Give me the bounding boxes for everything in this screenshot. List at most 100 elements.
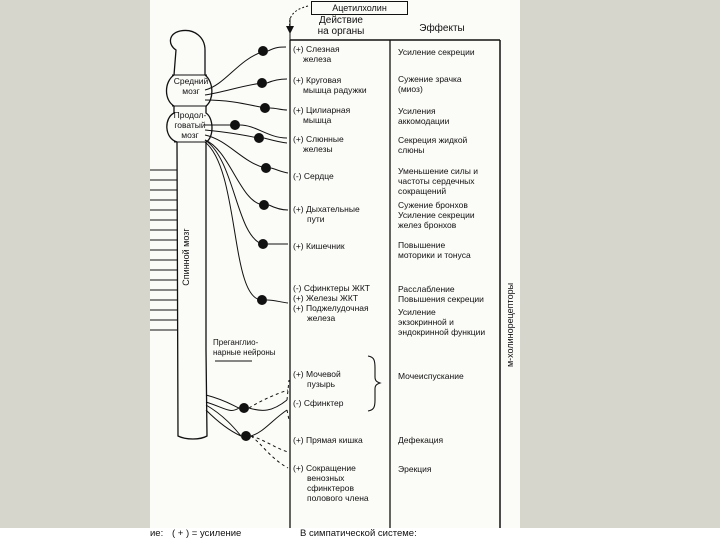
cns-outline — [165, 29, 213, 440]
effect-line: (миоз) — [398, 84, 423, 94]
effect-line: эндокринной функции — [398, 327, 486, 337]
organ-line: сфинктеров — [307, 483, 354, 493]
effect-line: Сужение бронхов — [398, 200, 468, 210]
organ-cell: (+) Слезная железа — [293, 44, 340, 64]
organ-cell: (+) Сокращение венозных сфинктеров полов… — [293, 463, 369, 503]
legend-symbol: ( + ) = усиление — [172, 528, 242, 539]
organ-line: (+) Сокращение — [293, 463, 356, 473]
m-cholinoreceptors-label: м-холинорецепторы — [505, 282, 515, 368]
effect-line: Расслабление — [398, 284, 455, 294]
sympathetic-note: В симпатической системе: — [300, 528, 417, 539]
organ-line: железы — [303, 144, 333, 154]
organ-line: (+) Железы ЖКТ — [293, 293, 359, 303]
action-header-line2: на органы — [317, 26, 365, 37]
organ-cell: (-) Сердце — [293, 171, 334, 181]
medulla-label-line3: мозг — [181, 130, 199, 140]
midbrain-label-line2: мозг — [182, 86, 200, 96]
effect-cell: Повышение моторики и тонуса — [398, 240, 471, 260]
organ-line: (-) Сфинктеры ЖКТ — [293, 283, 370, 293]
bracket — [367, 355, 382, 412]
table-frame — [289, 18, 501, 528]
organ-line: (+) Слюнные — [293, 134, 344, 144]
effect-cell: Усиление секреции — [398, 47, 475, 57]
cranial-fibres — [204, 51, 266, 301]
effect-line: сокращений — [398, 186, 447, 196]
organ-cell: (-) Сфинктеры ЖКТ (+) Железы ЖКТ (+) Под… — [293, 283, 370, 323]
organ-line: (-) Сердце — [293, 171, 334, 181]
preganglionic-label-line2: нарные нейроны — [213, 348, 276, 357]
effect-line: желез бронхов — [398, 220, 457, 230]
organ-cell: (-) Сфинктер — [293, 398, 344, 408]
organ-line: (+) Прямая кишка — [293, 435, 363, 445]
postganglionic-fibres — [239, 46, 289, 437]
effect-line: Уменьшение силы и — [398, 166, 478, 176]
effect-line: Повышение — [398, 240, 446, 250]
organ-line: полового члена — [307, 493, 369, 503]
organ-line: мышца радужки — [303, 85, 367, 95]
acetylcholine-box: Ацетилхолин — [311, 1, 408, 15]
midbrain-label: Средний мозг — [173, 76, 209, 96]
effect-cell: Сужение зрачка (миоз) — [398, 74, 462, 94]
dashed-fibres — [248, 379, 290, 469]
effect-line: Секреция жидкой — [398, 135, 468, 145]
effect-line: Мочеиспускание — [398, 371, 464, 381]
effect-cell: Сужение бронхов Усиление секреции желез … — [398, 200, 475, 230]
organ-line: (+) Слезная — [293, 44, 340, 54]
organ-line: мышца — [303, 115, 332, 125]
effect-line: Усиления — [398, 106, 436, 116]
spinal-nerve-stubs — [150, 169, 177, 331]
effect-line: Сужение зрачка — [398, 74, 462, 84]
effect-line: Повышения секреции — [398, 294, 484, 304]
organ-line: (-) Сфинктер — [293, 398, 344, 408]
medulla-label-line1: Продол- — [173, 110, 207, 120]
effect-cell: Секреция жидкой слюны — [398, 135, 467, 155]
effect-line: Эрекция — [398, 464, 432, 474]
organ-line: (+) Поджелудочная — [293, 303, 369, 313]
organ-cell: (+) Кишечник — [293, 241, 345, 251]
organ-cell: (+) Слюнные железы — [293, 134, 344, 154]
effect-line: Усиление секреции — [398, 47, 475, 57]
organ-cell: (+) Мочевой пузырь — [293, 369, 341, 389]
effect-cell: Эрекция — [398, 464, 432, 474]
effect-cell: Расслабление Повышения секреции Усиление… — [398, 284, 485, 337]
action-header: Действие на органы — [306, 15, 376, 37]
medulla-label: Продол- говатый мозг — [171, 110, 209, 140]
organ-line: пути — [307, 214, 325, 224]
effect-line: слюны — [398, 145, 425, 155]
organ-line: (+) Круговая — [293, 75, 342, 85]
effect-cell: Мочеиспускание — [398, 371, 464, 381]
organ-cell: (+) Цилиарная мышца — [293, 105, 350, 125]
ganglion-dots — [230, 46, 271, 441]
action-header-line1: Действие — [319, 15, 363, 26]
preganglionic-label-line1: Преганглио- — [213, 338, 259, 347]
organ-line: (+) Кишечник — [293, 241, 345, 251]
organ-line: (+) Цилиарная — [293, 105, 351, 115]
preganglionic-label: Преганглио- нарные нейроны — [213, 338, 276, 358]
effect-cell: Усиления аккомодации — [398, 106, 449, 126]
organ-cell: (+) Прямая кишка — [293, 435, 363, 445]
effect-line: частоты сердечных — [398, 176, 475, 186]
effects-header: Эффекты — [419, 23, 465, 34]
effect-line: моторики и тонуса — [398, 250, 471, 260]
bottom-strip — [0, 528, 720, 540]
effect-line: экзокринной и — [398, 317, 454, 327]
effect-cell: Дефекация — [398, 435, 443, 445]
effect-line: Дефекация — [398, 435, 444, 445]
organ-cell: (+) Дыхательные пути — [293, 204, 360, 224]
effect-line: Усиление — [398, 307, 436, 317]
effect-line: аккомодации — [398, 116, 450, 126]
organ-line: пузырь — [307, 379, 336, 389]
organ-line: (+) Мочевой — [293, 369, 341, 379]
midbrain-label-line1: Средний — [173, 76, 209, 86]
effect-line: Усиление секреции — [398, 210, 475, 220]
organ-line: (+) Дыхательные — [293, 204, 360, 214]
spinal-cord-label: Спинной мозг — [181, 228, 191, 286]
organ-line: железа — [303, 54, 332, 64]
organ-cell: (+) Круговая мышца радужки — [293, 75, 367, 95]
effect-cell: Уменьшение силы и частоты сердечных сокр… — [398, 166, 478, 196]
legend-prefix: ие: — [150, 528, 164, 539]
organ-line: железа — [307, 313, 336, 323]
sacral-fibres — [205, 394, 242, 437]
